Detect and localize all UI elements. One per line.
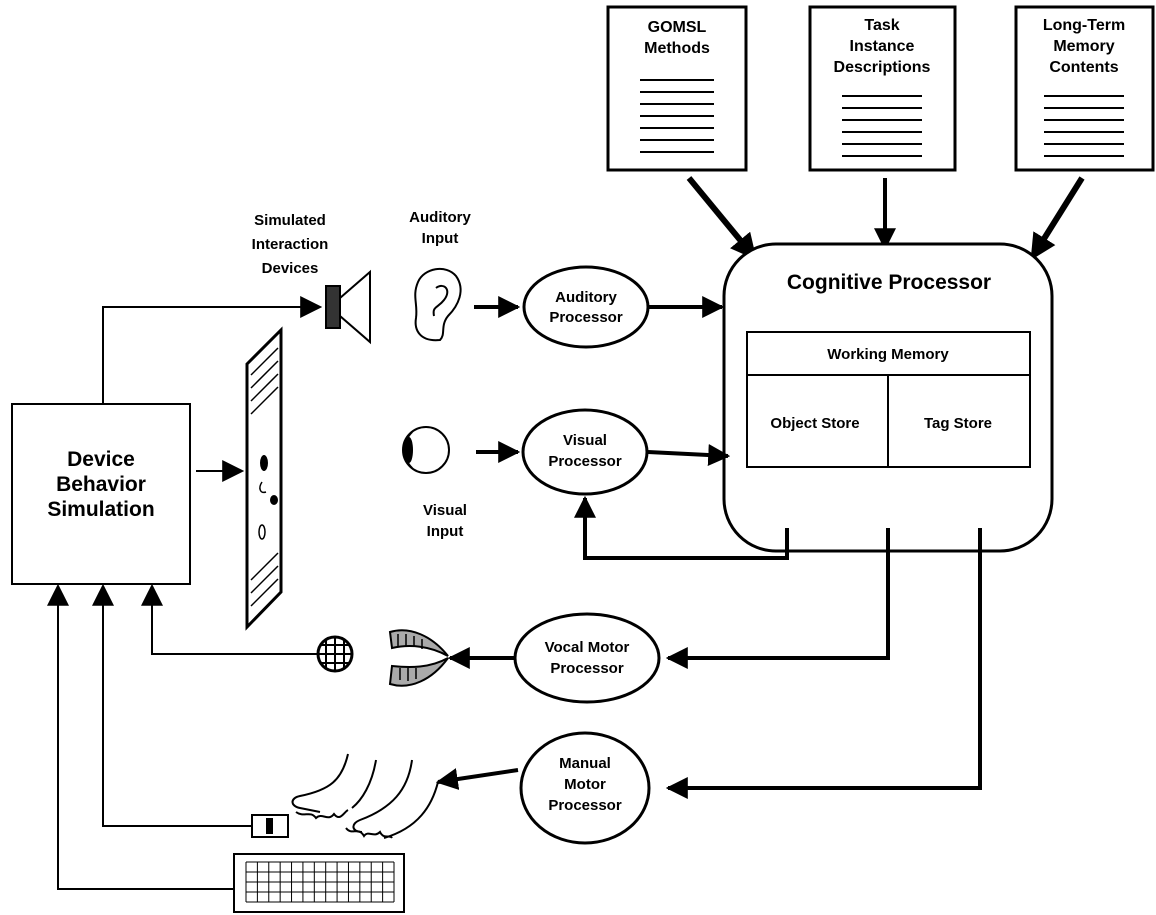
doc-gomsl-methods: GOMSL Methods <box>606 5 748 172</box>
arrow-cognitive-to-manual <box>665 528 982 799</box>
auditory-processor-line2: Processor <box>549 309 623 326</box>
arrow-manual-to-hands <box>435 768 519 790</box>
arrow-sim-to-speaker <box>102 296 323 404</box>
microphone-icon <box>316 635 354 673</box>
manual-processor-line2: Motor <box>564 776 606 793</box>
device-sim-line1: Device <box>67 448 135 471</box>
visual-processor-line2: Processor <box>548 453 622 470</box>
ear-icon <box>414 267 462 342</box>
doc-task-line1: Task <box>864 17 899 34</box>
doc-gomsl-lines <box>640 79 714 153</box>
vocal-processor-line2: Processor <box>550 660 624 677</box>
manual-processor-line1: Manual <box>559 755 611 772</box>
keyboard-icon <box>233 853 405 913</box>
doc-ltm-line3: Contents <box>1049 59 1118 76</box>
eye-icon <box>402 426 450 474</box>
doc-ltm-lines <box>1044 95 1124 157</box>
object-store-label: Object Store <box>770 415 859 432</box>
display-screen-icon <box>245 326 283 631</box>
arrow-cognitive-to-vocal <box>665 528 890 669</box>
doc-task-line3: Descriptions <box>834 59 931 76</box>
simulated-devices-line2: Interaction <box>252 236 329 253</box>
working-memory: Working Memory Object Store Tag Store <box>746 331 1031 468</box>
vocal-motor-processor: Vocal Motor Processor <box>513 612 661 704</box>
auditory-input-line2: Input <box>422 230 459 247</box>
visual-processor: Visual Processor <box>521 408 649 496</box>
doc-task-lines <box>842 95 922 157</box>
simulated-devices-label: Simulated Interaction Devices <box>252 212 329 277</box>
simulated-devices-line1: Simulated <box>254 212 326 229</box>
device-sim-line3: Simulation <box>47 498 154 521</box>
mouse-icon <box>251 814 289 838</box>
tag-store-label: Tag Store <box>924 415 992 432</box>
arrow-keyboard-to-sim <box>47 583 234 890</box>
visual-input-line1: Visual <box>423 502 467 519</box>
mouth-icon <box>388 629 449 687</box>
simulated-devices-line3: Devices <box>262 260 319 277</box>
hands-icon <box>291 753 439 839</box>
arrow-gomsl-to-cognitive <box>686 176 758 261</box>
doc-task-instance: Task Instance Descriptions <box>808 5 957 172</box>
arrow-ltm-to-cognitive <box>1029 176 1085 261</box>
arrow-mouse-to-sim <box>92 583 252 827</box>
arrow-visual-to-cognitive <box>647 444 731 466</box>
cognitive-processor-title: Cognitive Processor <box>787 271 991 294</box>
auditory-input-label: Auditory Input <box>409 209 471 247</box>
device-sim-line2: Behavior <box>56 473 146 496</box>
manual-motor-processor: Manual Motor Processor <box>519 731 651 845</box>
visual-input-line2: Input <box>427 523 464 540</box>
doc-task-line2: Instance <box>850 38 915 55</box>
auditory-processor: Auditory Processor <box>522 265 650 349</box>
doc-gomsl-line1: GOMSL <box>648 19 707 36</box>
auditory-input-line1: Auditory <box>409 209 471 226</box>
arrow-cognitive-to-visual-feedback <box>574 495 789 560</box>
cognitive-processor: Cognitive Processor Working Memory Objec… <box>722 242 1054 553</box>
visual-processor-line1: Visual <box>563 432 607 449</box>
doc-ltm-line1: Long-Term <box>1043 17 1125 34</box>
working-memory-label: Working Memory <box>827 346 949 363</box>
manual-processor-line3: Processor <box>548 797 622 814</box>
doc-ltm-line2: Memory <box>1053 38 1114 55</box>
device-behavior-simulation: Device Behavior Simulation <box>11 403 191 585</box>
speaker-icon <box>325 269 371 345</box>
doc-long-term-memory: Long-Term Memory Contents <box>1014 5 1155 172</box>
arrow-mic-to-sim <box>141 583 318 655</box>
visual-input-label: Visual Input <box>423 502 467 540</box>
doc-gomsl-line2: Methods <box>644 40 710 57</box>
auditory-processor-line1: Auditory <box>555 289 617 306</box>
vocal-processor-line1: Vocal Motor <box>545 639 630 656</box>
